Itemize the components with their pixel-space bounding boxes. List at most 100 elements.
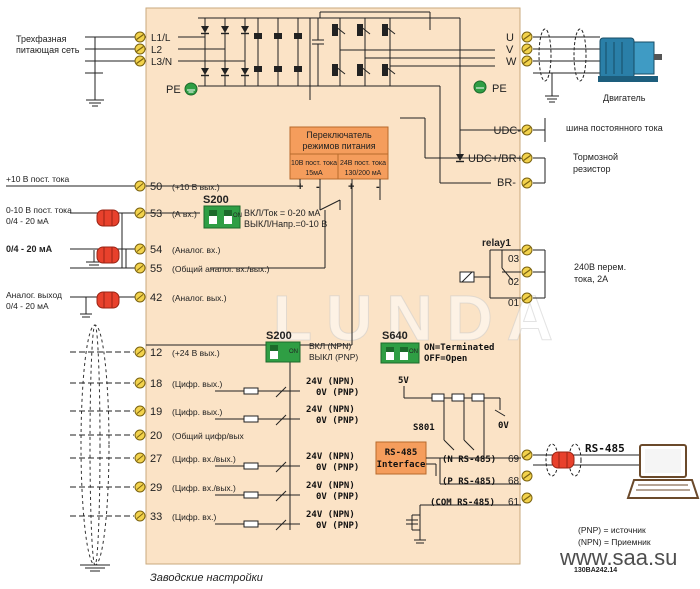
terminal-50[interactable] [134, 180, 146, 192]
relay-title: relay1 [482, 238, 511, 249]
switch-icon [275, 519, 287, 531]
terminal-53[interactable] [134, 207, 146, 219]
terminal-description: (Цифр. вх.) [172, 512, 216, 522]
switch-icon [275, 414, 287, 426]
dc-bus-label: шина постоянного тока [566, 123, 663, 133]
motor-pe-label: PE [492, 83, 507, 95]
terminal-12[interactable] [134, 346, 146, 358]
figure-code: 130BA242.14 [574, 567, 617, 574]
motor-icon [598, 37, 662, 82]
terminal-29[interactable] [134, 481, 146, 493]
relay-term-02: 02 [508, 277, 520, 288]
s640-line2: OFF=Open [424, 354, 467, 364]
supply-label-2: питающая сеть [16, 45, 80, 55]
npn-label: 24V (NPN) [306, 377, 355, 387]
pnp-label: 0V (PNP) [316, 521, 359, 531]
s200-b-on: ON [289, 349, 298, 355]
npn-label: 24V (NPN) [306, 510, 355, 520]
pe-label: PE [166, 84, 181, 96]
terminal-description: (Общий цифр/вых [172, 431, 244, 441]
legend-pnp: (PNP) = источник [578, 525, 646, 535]
terminal-number: 20 [150, 430, 162, 442]
switch-right-1: 24В пост. тока [340, 160, 386, 167]
terminal-screw[interactable] [521, 152, 533, 164]
switch-icon [275, 490, 287, 502]
s200-b-line2: ВЫКЛ (PNP) [309, 352, 358, 362]
s200-b-line1: ВКЛ (NPN) [309, 341, 351, 351]
pnp-label: 0V (PNP) [316, 463, 359, 473]
terminal-20[interactable] [134, 429, 146, 441]
terminal-screw[interactable] [521, 124, 533, 136]
watermark: LUNDA [273, 282, 567, 354]
terminal-33[interactable] [134, 510, 146, 522]
rs485-p: (P RS-485) [442, 477, 496, 487]
switch-icon [275, 461, 287, 473]
terminal-61: 61 [508, 497, 520, 508]
terminal-screw[interactable] [521, 43, 533, 55]
terminal-number: 19 [150, 406, 162, 418]
s200-switch-a[interactable] [203, 205, 241, 229]
aout-label-1: Аналог. выход [6, 290, 62, 300]
terminal-55[interactable] [134, 262, 146, 274]
s200-a-line1: ВКЛ/Ток = 0-20 мА [244, 208, 320, 218]
terminal-description: (Цифр. вх./вых.) [172, 483, 236, 493]
s200-switch-b[interactable] [265, 341, 301, 363]
brake-label-1: Тормозной [573, 152, 618, 162]
terminal-54[interactable] [134, 243, 146, 255]
switch-left-1: 10В пост. тока [291, 160, 337, 167]
terminal-69: 69 [508, 454, 520, 465]
terminal-rows: 50(+10 В вых.)53(А вх.)54(Аналог. вх.)55… [70, 180, 359, 531]
terminal-27[interactable] [134, 452, 146, 464]
ain1-label-1: 0-10 В пост. тока [6, 205, 72, 215]
switch-title-1: Переключатель [306, 130, 372, 140]
terminal-number: 55 [150, 263, 162, 275]
terminal-screw[interactable] [521, 492, 533, 504]
terminal-description: (Цифр. вых.) [172, 407, 223, 417]
resistor-icon [243, 520, 259, 528]
terminal-screw[interactable] [134, 55, 146, 67]
rs485-n: (N RS-485) [442, 455, 496, 465]
rs485-com: (COM RS-485) [430, 498, 495, 508]
s801-network [403, 386, 506, 460]
terminal-screw[interactable] [521, 292, 533, 304]
terminal-42[interactable] [134, 291, 146, 303]
terminal-screw[interactable] [134, 43, 146, 55]
terminal-description: (Цифр. вх./вых.) [172, 454, 236, 464]
terminal-l3: L3/N [151, 57, 172, 68]
terminal-screw[interactable] [134, 31, 146, 43]
s640-on: ON [409, 349, 418, 355]
relay-rating-2: тока, 2A [574, 274, 608, 284]
terminal-screw[interactable] [521, 244, 533, 256]
terminal-screw[interactable] [521, 55, 533, 67]
terminal-screw[interactable] [521, 31, 533, 43]
supply-label-1: Трехфазная [16, 34, 67, 44]
earth-icon [184, 82, 198, 96]
terminal-19[interactable] [134, 405, 146, 417]
terminal-screw[interactable] [521, 470, 533, 482]
terminal-l2: L2 [151, 45, 163, 56]
switch-right-2: 130/200 мА [345, 170, 382, 177]
drive-panel [145, 7, 521, 565]
s640-title: S640 [382, 330, 408, 342]
laptop-icon [626, 444, 700, 499]
terminal-number: 27 [150, 453, 162, 465]
rs485-interface-box [375, 441, 427, 475]
terminal-screw[interactable] [521, 449, 533, 461]
terminal-screw[interactable] [521, 266, 533, 278]
npn-label: 24V (NPN) [306, 452, 355, 462]
v0-label: 0V [498, 421, 509, 431]
s200-a-on: ON [233, 213, 242, 219]
relay-contacts [459, 249, 546, 299]
aout-label-2: 0/4 - 20 мА [6, 301, 49, 311]
relay-term-01: 01 [508, 298, 520, 309]
terminal-description: (+24 В вых.) [172, 348, 220, 358]
rs485-external-label: RS-485 [585, 442, 625, 455]
terminal-screw[interactable] [521, 177, 533, 189]
brake-label-2: резистор [573, 164, 611, 174]
plus-sign: + [297, 181, 303, 193]
s640-switch[interactable] [380, 342, 420, 364]
terminal-18[interactable] [134, 377, 146, 389]
switch-icon [275, 386, 287, 398]
switch-left-2: 15мА [305, 170, 323, 177]
